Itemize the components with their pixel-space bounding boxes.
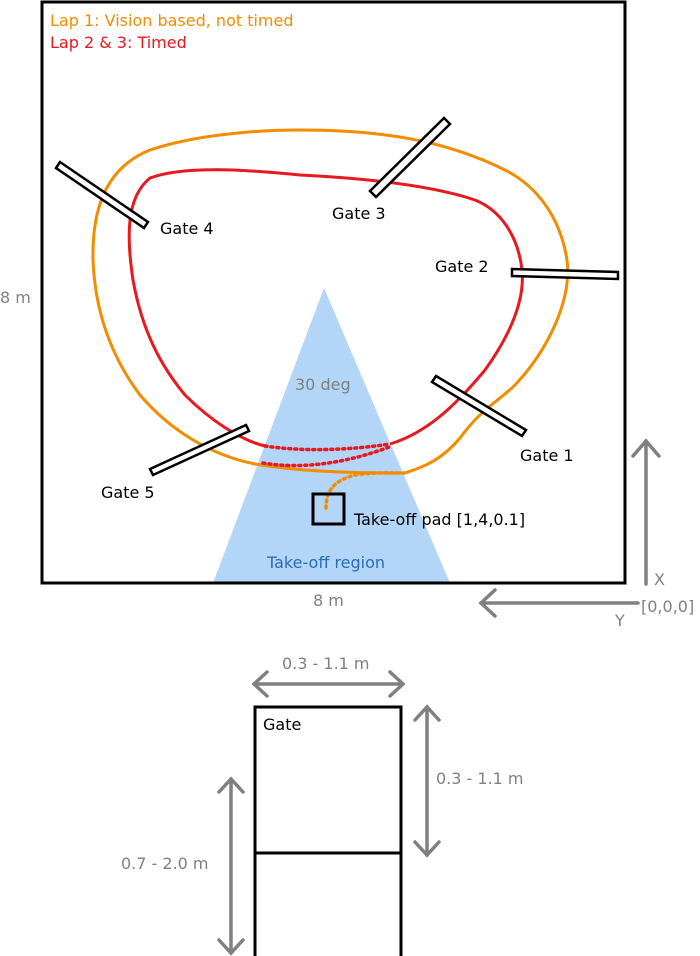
- gate-4-bar: [54, 160, 150, 230]
- legend-lap1: Lap 1: Vision based, not timed: [50, 11, 294, 30]
- takeoff-pad-label: Take-off pad [1,4,0.1]: [353, 510, 525, 529]
- y-axis-arrow: [478, 588, 640, 618]
- gate-2-bar: [510, 267, 620, 281]
- y-axis-label: Y: [614, 611, 625, 630]
- gate-label-3: Gate 3: [332, 204, 386, 223]
- gate-label-1: Gate 1: [520, 446, 574, 465]
- gate-1-bar: [430, 374, 528, 438]
- gate-5-bar: [148, 423, 251, 477]
- gate-height-arrow: [413, 704, 441, 858]
- arena-height-label: 8 m: [0, 288, 31, 307]
- gate-elevation-label: 0.7 - 2.0 m: [121, 854, 209, 873]
- takeoff-angle-label: 30 deg: [295, 375, 351, 394]
- gate-label-4: Gate 4: [160, 219, 214, 238]
- arena-boundary: [40, 0, 627, 585]
- gate-width-label: 0.3 - 1.1 m: [282, 654, 370, 673]
- gate-label-5: Gate 5: [101, 483, 155, 502]
- takeoff-region: [213, 288, 450, 583]
- lap23-path: [127, 168, 524, 448]
- arena-width-label: 8 m: [313, 591, 344, 610]
- gate-detail-frame: [253, 705, 403, 956]
- gate-detail-title: Gate: [263, 715, 301, 734]
- gate-width-arrow: [251, 670, 406, 698]
- origin-label: [0,0,0]: [641, 597, 694, 616]
- lap23-dotted-lower: [261, 444, 394, 468]
- gate-3-bar: [368, 116, 452, 199]
- x-axis-arrow: [631, 438, 661, 586]
- lap23-dotted-upper: [263, 442, 392, 452]
- legend-lap23: Lap 2 & 3: Timed: [50, 33, 187, 52]
- x-axis-label: X: [654, 570, 665, 589]
- takeoff-pad: [311, 492, 346, 526]
- gate-elevation-arrow: [217, 776, 245, 956]
- lap1-path: [91, 128, 570, 475]
- gate-height-label: 0.3 - 1.1 m: [436, 769, 524, 788]
- gate-label-2: Gate 2: [435, 257, 489, 276]
- takeoff-region-label: Take-off region: [266, 553, 385, 572]
